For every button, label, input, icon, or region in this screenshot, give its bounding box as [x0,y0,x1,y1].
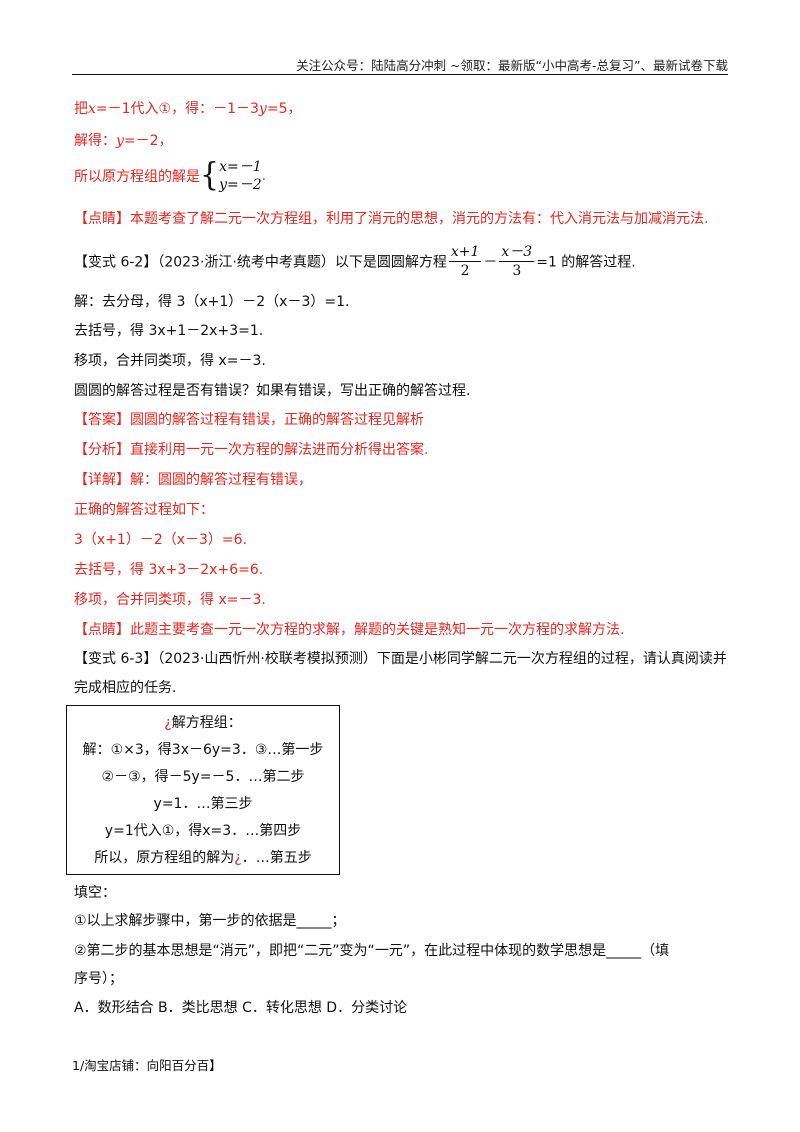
answer-text: 圆圆的解答过程有错误，正确的解答过程见解析 [130,412,424,428]
analysis-line: 【分析】直接利用一元一次方程的解法进而分析得出答案. [74,439,428,459]
box-line-4: y=1．…第三步 [153,796,253,812]
glyph-mark: ¿ [164,715,172,731]
box-line-5: y=1代入①，得x=3．…第四步 [104,823,302,839]
page-header: 关注公众号：陆陆高分冲刺 ~领取：最新版“小中高考-总复习”、最新试卷下载 [296,58,728,73]
box-line-6: 所以，原方程组的解为¿．…第五步 [67,847,339,867]
page-footer: 1/淘宝店铺：向阳百分百】 [72,1058,222,1073]
detail-text: 解：圆圆的解答过程有错误， [130,472,312,488]
task-options: A．数形结合 B．类比思想 C．转化思想 D．分类讨论 [74,1000,408,1016]
text: . [261,168,267,184]
task-2: ②第二步的基本思想是“消元”，即把“二元”变为“一元”，在此过程中体现的数学思想… [74,943,670,959]
detail-step-3: 去括号，得 3x+3－2x+6=6. [74,562,264,578]
fill-in-label: 填空： [74,885,116,901]
comment-tag: 【点睛】 [74,211,130,227]
answer-tag: 【答案】 [74,412,130,428]
task-2-continued: 序号）； [74,971,123,987]
comment-text: 本题考查了解二元一次方程组，利用了消元的思想，消元的方法有：代入消元法与加减消元… [130,211,709,227]
text: 把 [74,101,88,117]
solution-system-line: 所以原方程组的解是{x=－1 y=－2. [74,158,266,194]
var-x: x [88,101,96,117]
var-y: y [116,133,124,149]
box-line-1: ¿解方程组： [67,712,339,732]
brace-icon: { [200,157,220,194]
question: 圆圆的解答过程是否有错误？如果有错误，写出正确的解答过程. [74,383,471,399]
system-row: x=－1 [219,159,262,175]
detail-tag: 【详解】 [74,472,130,488]
box-line-2: 解：①×3，得3x－6y=3．③…第一步 [82,742,324,758]
fraction-numerator: x+1 [448,244,482,262]
solution-system: x=－1 y=－2 [219,158,262,194]
comment-line: 【点睛】本题考查了解二元一次方程组，利用了消元的思想，消元的方法有：代入消元法与… [74,208,708,228]
variant-text: （2023·山西忻州·校联考模拟预测）下面是小彬同学解二元一次方程组的过程，请认… [157,651,727,667]
step-2: 去括号，得 3x+1－2x+3=1. [74,323,264,339]
solution-box: ¿解方程组： 解：①×3，得3x－6y=3．③…第一步 ②－③，得－5y=－5．… [66,705,340,875]
fraction-numerator: x－3 [499,244,535,262]
variant-6-3-title: 【变式 6-3】（2023·山西忻州·校联考模拟预测）下面是小彬同学解二元一次方… [74,648,727,668]
fraction-denominator: 2 [460,263,470,279]
detail-step-4: 移项，合并同类项，得 x=－3. [74,592,266,608]
variant-tag: 【变式 6-2】 [74,254,158,271]
header-rule [72,74,728,75]
box-line-3: ②－③，得－5y=－5．…第二步 [101,769,305,785]
variant-tag: 【变式 6-3】 [74,651,158,667]
comment-line-2: 【点睛】此题主要考查一元一次方程的求解，解题的关键是熟知一元一次方程的求解方法. [74,619,624,639]
detail-step-1: 正确的解答过程如下： [74,502,214,518]
text: 所以，原方程组的解为 [94,850,235,866]
minus-sign: － [483,254,498,271]
solve-line: 解得：y=－2， [74,130,173,150]
variant-tail: =1 的解答过程. [536,254,636,271]
text: 解得： [74,133,116,149]
text: =5， [266,101,302,117]
analysis-tag: 【分析】 [74,442,130,458]
comment-tag: 【点睛】 [74,622,130,638]
step-3: 移项，合并同类项，得 x=－3. [74,353,266,369]
fraction-denominator: 3 [512,263,522,279]
text: 解方程组： [171,715,242,731]
text: ．…第五步 [241,850,312,866]
variant-6-3-continued: 完成相应的任务. [74,680,177,696]
detail-step-2: 3（x+1）－2（x－3）=6. [74,532,248,548]
comment-text: 此题主要考查一元一次方程的求解，解题的关键是熟知一元一次方程的求解方法. [130,622,625,638]
text: =－1代入①，得：－1－3 [95,101,259,117]
variant-source: （2023·浙江·统考中考真题）以下是圆圆解方程 [157,254,447,271]
system-row: y=－2 [219,177,262,193]
var-y: y [258,101,267,117]
text: =－2， [123,133,173,149]
task-1: ①以上求解步骤中，第一步的依据是_____； [74,913,346,929]
detail-line: 【详解】解：圆圆的解答过程有错误， [74,469,312,489]
analysis-text: 直接利用一元一次方程的解法进而分析得出答案. [130,442,429,458]
text: 所以原方程组的解是 [74,169,200,185]
glyph-mark: ¿ [234,850,242,866]
step-1: 解：去分母，得 3（x+1）－2（x－3）=1. [74,294,350,310]
answer-line: 【答案】圆圆的解答过程有错误，正确的解答过程见解析 [74,409,424,429]
substitution-line: 把x=－1代入①，得：－1－3y=5， [74,98,301,118]
